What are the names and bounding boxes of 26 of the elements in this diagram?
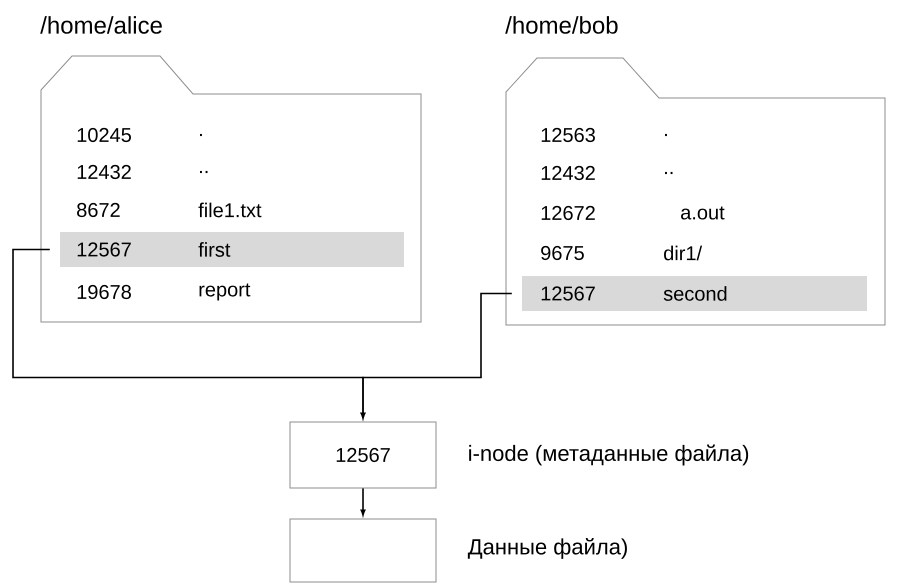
inode-box: 12567 <box>290 422 436 488</box>
highlighted-row: 12567 second <box>522 276 867 311</box>
box-caption: Данные файла) <box>468 538 627 559</box>
inode-number: 12432 <box>78 164 131 180</box>
inode-number: 12672 <box>542 206 595 220</box>
arrow <box>360 488 366 516</box>
file-name: dir1/ <box>664 246 702 260</box>
file-name: a.out <box>681 206 725 220</box>
inode-number: 8672 <box>77 202 120 218</box>
inode-number: 12432 <box>542 166 595 180</box>
file-name: .. <box>200 170 208 174</box>
inode-number: 9675 <box>541 246 584 260</box>
inode-number: 10245 <box>78 128 131 142</box>
file-name: . <box>200 134 202 136</box>
file-name: file1.txt <box>198 202 262 218</box>
inode-number: 12563 <box>542 128 595 142</box>
arrow <box>360 292 512 419</box>
highlighted-row: 12567 first <box>60 232 404 267</box>
folder-heading: /home/bob <box>505 16 618 34</box>
box-caption: i-node (метаданные файла) <box>469 444 748 466</box>
file-name: report <box>200 283 250 301</box>
data-box <box>290 518 436 582</box>
file-name: .. <box>665 172 672 174</box>
inode-number: 19678 <box>78 284 131 300</box>
file-name: . <box>665 134 667 136</box>
folder-heading: /home/alice <box>40 16 162 34</box>
